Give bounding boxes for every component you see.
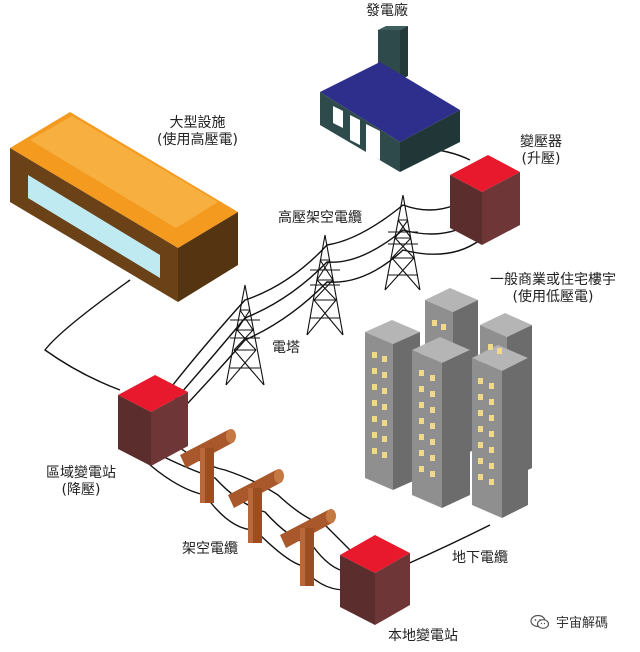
- pole-3: [280, 509, 336, 586]
- wechat-icon: [530, 614, 550, 629]
- label-regional-substation-line1: 區域變電站: [46, 465, 116, 481]
- hv-line-3: [171, 239, 481, 421]
- hv-line-1: [164, 204, 456, 396]
- pole-2: [228, 469, 284, 543]
- label-large-facility-line2: (使用高壓電): [157, 132, 238, 148]
- label-buildings-line2: (使用低壓電): [512, 289, 594, 305]
- label-overhead-cable: 架空電纜: [182, 541, 238, 557]
- tower-1: [225, 284, 265, 386]
- label-buildings-line1: 一般商業或住宅樓宇: [490, 272, 616, 288]
- towers: [225, 194, 421, 386]
- label-step-up-transformer-line1: 變壓器: [520, 134, 562, 150]
- label-step-up-transformer: 變壓器 (升壓): [520, 134, 562, 168]
- label-large-facility-line1: 大型設施: [169, 115, 226, 131]
- label-regional-substation-line2: (降壓): [61, 482, 101, 498]
- power-plant: [320, 26, 460, 172]
- large-facility: [10, 112, 238, 302]
- label-underground-cable: 地下電纜: [452, 550, 508, 566]
- watermark: 宇宙解碼: [530, 612, 608, 631]
- label-local-substation: 本地變電站: [388, 628, 458, 644]
- label-regional-substation: 區域變電站 (降壓): [46, 465, 116, 499]
- building-windows: [372, 320, 502, 485]
- tower-3: [384, 194, 421, 291]
- tower-2: [306, 234, 344, 336]
- label-large-facility: 大型設施 (使用高壓電): [157, 115, 238, 149]
- buildings: [365, 288, 532, 518]
- label-power-plant: 發電廠: [366, 3, 408, 19]
- regional-substation: [118, 375, 188, 466]
- step-up-transformer: [450, 155, 520, 245]
- label-hv-cable: 高壓架空電纜: [278, 210, 362, 226]
- facility-feed-cable: [44, 279, 131, 391]
- label-tower: 電塔: [272, 340, 300, 356]
- local-substation: [340, 535, 410, 625]
- lv-line-2: [159, 454, 349, 573]
- pole-1: [180, 429, 236, 503]
- underground-cable: [404, 524, 491, 566]
- poles: [180, 429, 336, 586]
- label-step-up-transformer-line2: (升壓): [521, 151, 561, 167]
- label-buildings: 一般商業或住宅樓宇 (使用低壓電): [490, 272, 616, 306]
- watermark-text: 宇宙解碼: [556, 616, 609, 631]
